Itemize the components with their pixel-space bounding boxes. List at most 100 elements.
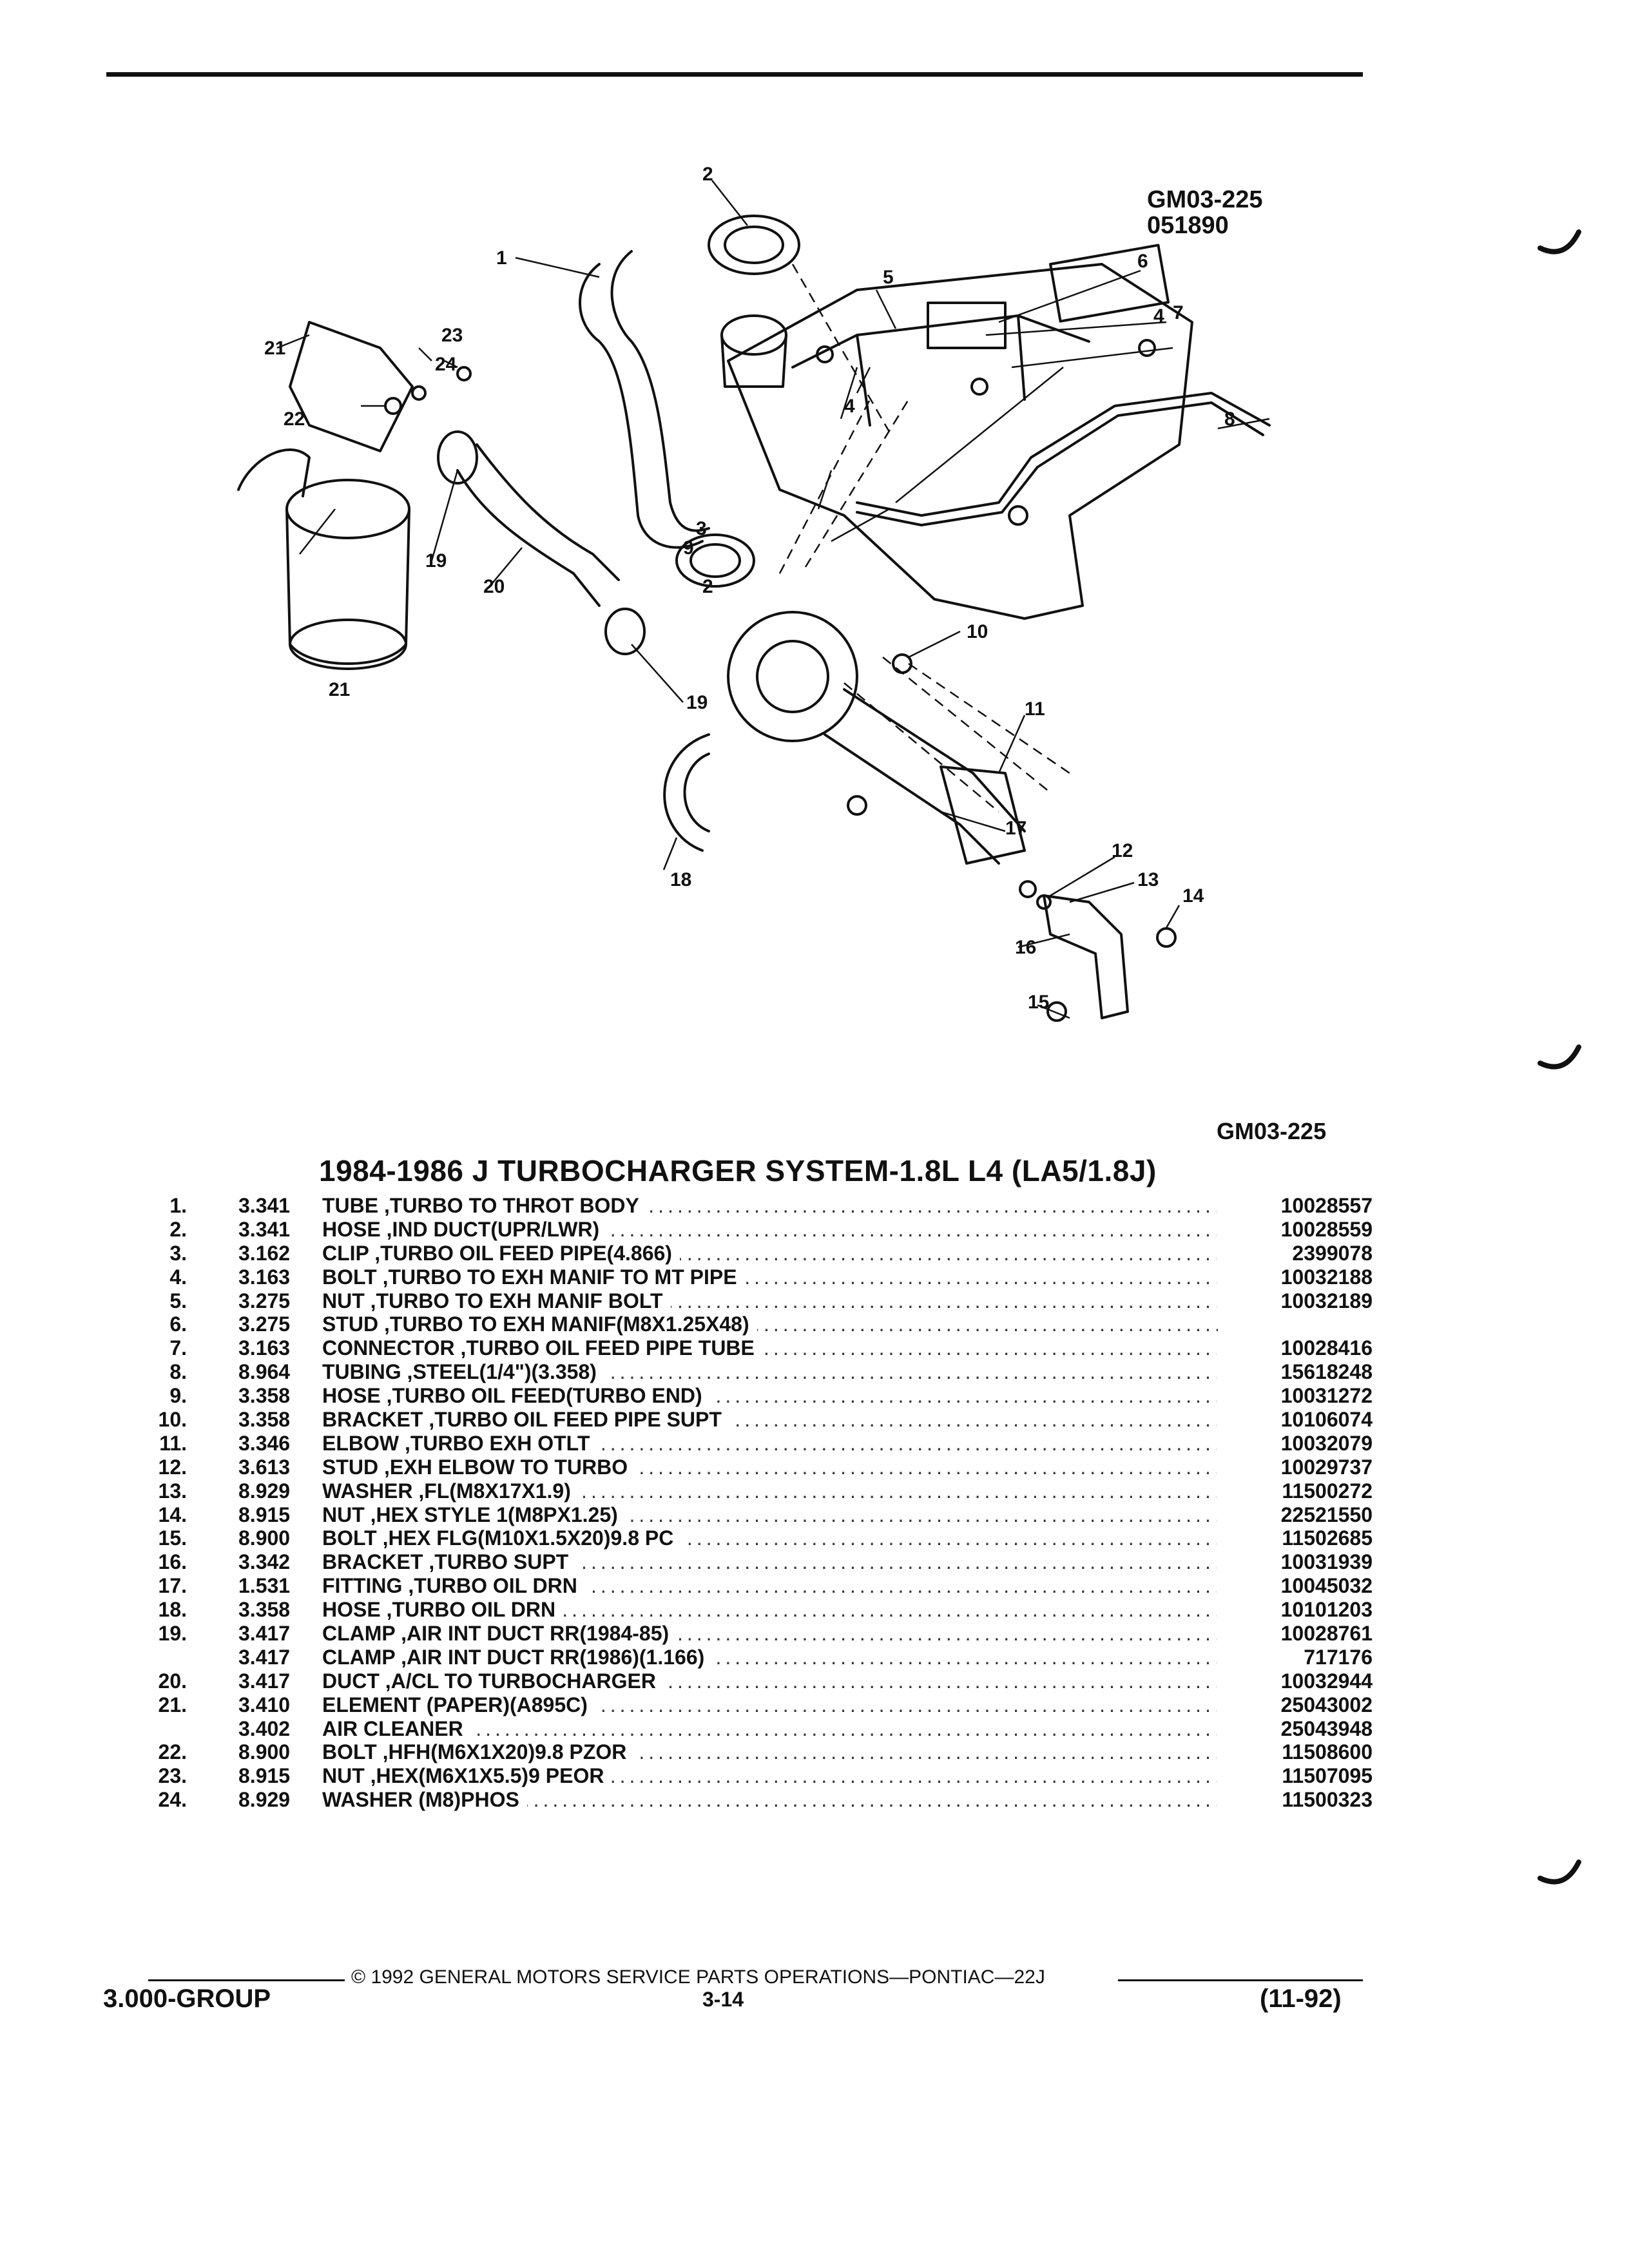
turbocharger — [727, 611, 858, 742]
item-number: 14. — [158, 1503, 187, 1526]
callout-label: 3 — [696, 518, 707, 539]
callout-label: 2 — [702, 164, 713, 185]
parts-row: ........................................… — [148, 1217, 1373, 1242]
callout-label: 2 — [702, 576, 713, 597]
part-number: 25043948 — [1217, 1716, 1373, 1741]
item-number: 23. — [158, 1764, 187, 1788]
part-number: 10045032 — [1217, 1574, 1373, 1599]
oil-feed-tube — [856, 392, 1271, 517]
part-number: 2399078 — [1217, 1241, 1373, 1265]
part-number: 25043002 — [1217, 1693, 1373, 1717]
callout-label: 14 — [1182, 885, 1204, 907]
part-number: 11500272 — [1217, 1479, 1373, 1503]
item-number: 6. — [169, 1312, 187, 1336]
item-number: 5. — [169, 1289, 187, 1312]
parts-row: ........................................… — [148, 1384, 1373, 1408]
part-description: HOSE ,TURBO OIL FEED(TURBO END) — [322, 1384, 710, 1408]
group-number: 3.358 — [238, 1408, 291, 1432]
item-number: 18. — [158, 1598, 187, 1622]
footer-rule-left — [148, 1979, 345, 1981]
item-number: 17. — [158, 1574, 187, 1598]
callout-label: 12 — [1112, 840, 1133, 861]
part-description: NUT ,HEX(M6X1X5.5)9 PEOR — [322, 1764, 612, 1789]
part-number: 10032079 — [1217, 1431, 1373, 1456]
figure-id-top: GM03-225 — [1147, 186, 1263, 213]
turbo-bracket — [1043, 894, 1129, 1019]
item-number: 7. — [169, 1336, 187, 1360]
item-number: 2. — [169, 1217, 187, 1241]
item-number: 4. — [169, 1265, 187, 1289]
parts-row: ........................................… — [148, 1360, 1373, 1385]
part-description: WASHER (M8)PHOS — [322, 1788, 527, 1812]
part-description: FITTING ,TURBO OIL DRN — [322, 1574, 585, 1599]
top-rule — [106, 72, 1363, 77]
parts-row: ........................................… — [148, 1693, 1373, 1717]
group-number: 3.341 — [238, 1194, 291, 1217]
part-number: 10106074 — [1217, 1408, 1373, 1432]
parts-row: ........................................… — [148, 1241, 1373, 1265]
group-number: 3.346 — [238, 1431, 291, 1455]
page-title: 1984-1986 J TURBOCHARGER SYSTEM-1.8L L4 … — [319, 1154, 1157, 1187]
hose-coupling-lower — [675, 533, 755, 588]
group-number: 3.417 — [238, 1622, 291, 1646]
part-description: ELBOW ,TURBO EXH OTLT — [322, 1431, 598, 1456]
group-number: 8.915 — [238, 1503, 291, 1526]
footer-rule-right — [1118, 1979, 1363, 1981]
hose-coupling-upper — [708, 215, 800, 275]
part-description: BOLT ,HFH(M6X1X20)9.8 PZOR — [322, 1740, 635, 1765]
part-number: 11500323 — [1217, 1788, 1373, 1812]
group-number: 8.900 — [238, 1526, 291, 1550]
part-description: HOSE ,TURBO OIL DRN — [322, 1598, 564, 1622]
exploded-parts-diagram: 1223445678910111213141516171819192021212… — [237, 164, 1271, 1022]
part-description: BOLT ,TURBO TO EXH MANIF TO MT PIPE — [322, 1265, 745, 1289]
part-description: BRACKET ,TURBO SUPT — [322, 1550, 577, 1575]
parts-row: ........................................… — [148, 1431, 1373, 1456]
parts-row: ........................................… — [148, 1740, 1373, 1765]
part-number: 10031272 — [1217, 1384, 1373, 1408]
group-number: 3.402 — [238, 1716, 291, 1740]
item-number: 10. — [158, 1408, 187, 1432]
figure-id: GM03-225 051890 — [1147, 187, 1263, 238]
callout-label: 21 — [264, 338, 285, 359]
callout-label: 24 — [435, 354, 457, 375]
parts-row: ........................................… — [148, 1622, 1373, 1646]
callout-label: 13 — [1137, 869, 1159, 890]
part-description: CONNECTOR ,TURBO OIL FEED PIPE TUBE — [322, 1336, 762, 1361]
item-number: 19. — [158, 1622, 187, 1646]
parts-row: ........................................… — [148, 1574, 1373, 1599]
footer-group: 3.000-GROUP — [103, 1984, 271, 2013]
part-number: 10032189 — [1217, 1289, 1373, 1313]
footer-date: (11-92) — [1260, 1984, 1342, 2013]
group-number: 8.929 — [238, 1788, 291, 1812]
part-number: 10028557 — [1217, 1194, 1373, 1218]
part-description: BRACKET ,TURBO OIL FEED PIPE SUPT — [322, 1408, 729, 1432]
exhaust-pipe — [843, 688, 1026, 832]
group-number: 3.275 — [238, 1289, 291, 1312]
parts-row: ........................................… — [148, 1645, 1373, 1669]
parts-row: ........................................… — [148, 1764, 1373, 1789]
part-number: 10101203 — [1217, 1598, 1373, 1622]
part-number: 10028416 — [1217, 1336, 1373, 1361]
item-number: 22. — [158, 1740, 187, 1764]
parts-row: ........................................… — [148, 1312, 1373, 1337]
parts-row: ........................................… — [148, 1526, 1373, 1551]
parts-row: ........................................… — [148, 1788, 1373, 1812]
callout-label: 17 — [1005, 818, 1027, 839]
group-number: 3.358 — [238, 1384, 291, 1408]
item-number: 12. — [158, 1455, 187, 1479]
group-number: 8.900 — [238, 1740, 291, 1764]
parts-row: ........................................… — [148, 1336, 1373, 1361]
part-description: DUCT ,A/CL TO TURBOCHARGER — [322, 1669, 664, 1693]
callout-label: 21 — [329, 679, 350, 700]
binder-mark — [1537, 229, 1581, 255]
part-description: HOSE ,IND DUCT(UPR/LWR) — [322, 1217, 608, 1242]
part-number: 22521550 — [1217, 1503, 1373, 1527]
air-cleaner-housing — [289, 321, 414, 452]
item-number: 8. — [169, 1360, 187, 1384]
part-number: 11507095 — [1217, 1764, 1373, 1789]
callout-label: 15 — [1028, 992, 1049, 1013]
callout-label: 19 — [686, 692, 708, 713]
callout-label: 9 — [683, 537, 694, 559]
group-number: 3.417 — [238, 1645, 291, 1669]
callout-labels: 1223445678910111213141516171819192021212… — [264, 164, 1235, 1013]
